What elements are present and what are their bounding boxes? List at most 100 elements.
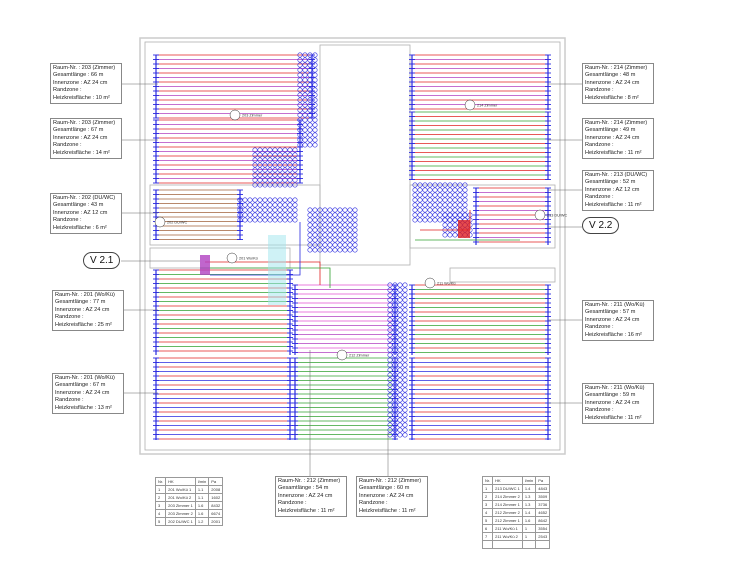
pipe-bend xyxy=(392,357,398,363)
pipe-bend xyxy=(297,77,303,83)
pipe-bend xyxy=(452,212,458,218)
pipe-bend xyxy=(312,247,318,253)
pipe-bend xyxy=(272,172,278,178)
pipe-bend xyxy=(417,217,423,223)
circuit-label-rand: Randzone : xyxy=(55,397,84,404)
pipe-bend xyxy=(307,87,313,93)
pipe-bend xyxy=(282,177,288,183)
pipe-bend xyxy=(252,197,258,203)
pipe-bend xyxy=(402,327,408,333)
circuit-label-raum: Raum-Nr. : 212 (Zimmer) xyxy=(278,478,341,484)
circuit-label-flaeche: Heizkreisfläche : 6 m² xyxy=(53,224,107,231)
distributor-v22-bubble[interactable]: V 2.2 xyxy=(582,217,620,234)
circuit-label-flaeche: Heizkreisfläche : 11 m² xyxy=(585,201,642,208)
pipe-bend xyxy=(397,357,403,363)
pipe-bend xyxy=(462,197,468,203)
pipe-bend xyxy=(287,162,293,168)
circuit-label-rand: Randzone : xyxy=(585,324,614,331)
pipe-bend xyxy=(387,402,393,408)
pipe-bend xyxy=(312,222,318,228)
pipe-bend xyxy=(322,222,328,228)
pipe-bend xyxy=(252,177,258,183)
pipe-bend xyxy=(437,192,443,198)
table-cell: 212 Zimmer 2 xyxy=(492,508,523,517)
room-stamp-label: 203 Zimmer xyxy=(242,114,263,118)
pipe-bend xyxy=(262,147,268,153)
circuit-label-laenge: Gesamtlänge : 49 m xyxy=(585,127,636,134)
pipe-bend xyxy=(297,92,303,98)
pipe-bend xyxy=(387,287,393,293)
pipe-bend xyxy=(387,382,393,388)
pipe-bend xyxy=(397,322,403,328)
pipe-bend xyxy=(447,232,453,238)
pipe-bend xyxy=(297,117,303,123)
pipe-bend xyxy=(422,192,428,198)
table-cell: 1 xyxy=(521,532,537,541)
pipe-bend xyxy=(312,92,318,98)
pipe-bend xyxy=(457,212,463,218)
pipe-bend xyxy=(342,212,348,218)
pipe-bend xyxy=(437,207,443,213)
pipe-bend xyxy=(252,167,258,173)
pipe-bend xyxy=(312,122,318,128)
pipe-bend xyxy=(457,187,463,193)
circuit-label-laenge: Gesamtlänge : 66 m xyxy=(53,72,104,79)
pipe-bend xyxy=(252,157,258,163)
pipe-bend xyxy=(387,282,393,288)
pipe-bend xyxy=(272,167,278,173)
circuit-label-laenge: Gesamtlänge : 48 m xyxy=(585,72,636,79)
pipe-bend xyxy=(447,222,453,228)
pipe-bend xyxy=(337,222,343,228)
pipe-bend xyxy=(442,217,448,223)
pipe-bend xyxy=(282,147,288,153)
pipe-bend xyxy=(397,402,403,408)
circuit-label-box: Raum-Nr. : 201 (Wo/Kü)Gesamtlänge : 67 m… xyxy=(52,373,124,415)
pipe-bend xyxy=(302,57,308,63)
pipe-bend xyxy=(302,132,308,138)
pipe-bend xyxy=(452,182,458,188)
pipe-bend xyxy=(302,142,308,148)
pipe-bend xyxy=(312,67,318,73)
pipe-bend xyxy=(252,162,258,168)
table-cell: 214 Zimmer 2 xyxy=(492,492,523,501)
pipe-bend xyxy=(292,167,298,173)
pipe-bend xyxy=(442,202,448,208)
pipe-bend xyxy=(402,407,408,413)
pipe-bend xyxy=(327,247,333,253)
pipe-bend xyxy=(322,227,328,233)
pipe-bend xyxy=(387,362,393,368)
pipe-bend xyxy=(312,237,318,243)
pipe-bend xyxy=(342,247,348,253)
pipe-bend xyxy=(317,212,323,218)
pipe-bend xyxy=(332,232,338,238)
pipe-bend xyxy=(402,357,408,363)
pipe-bend xyxy=(317,237,323,243)
pipe-bend xyxy=(397,387,403,393)
table-cell: 2008 xyxy=(208,485,224,494)
table-cell: 1.1 xyxy=(194,485,210,494)
pipe-bend xyxy=(257,147,263,153)
pipe-bend xyxy=(397,432,403,438)
pipe-bend xyxy=(437,197,443,203)
pipe-bend xyxy=(412,192,418,198)
pipe-bend xyxy=(437,182,443,188)
pipe-bend xyxy=(322,242,328,248)
table-cell: 201 Wo/Kü 2 xyxy=(165,493,196,502)
table-cell: 203 Zimmer 2 xyxy=(165,509,196,518)
table-cell: 1602 xyxy=(208,493,224,502)
distributor-v21-bubble[interactable]: V 2.1 xyxy=(83,252,121,269)
pipe-bend xyxy=(282,152,288,158)
pipe-bend xyxy=(297,122,303,128)
pipe-bend xyxy=(417,187,423,193)
pipe-bend xyxy=(312,117,318,123)
supply-trunk xyxy=(210,222,301,276)
pipe-bend xyxy=(292,182,298,188)
pipe-bend xyxy=(392,397,398,403)
pipe-bend xyxy=(312,112,318,118)
pipe-bend xyxy=(457,182,463,188)
header-cell: HK xyxy=(165,477,196,486)
